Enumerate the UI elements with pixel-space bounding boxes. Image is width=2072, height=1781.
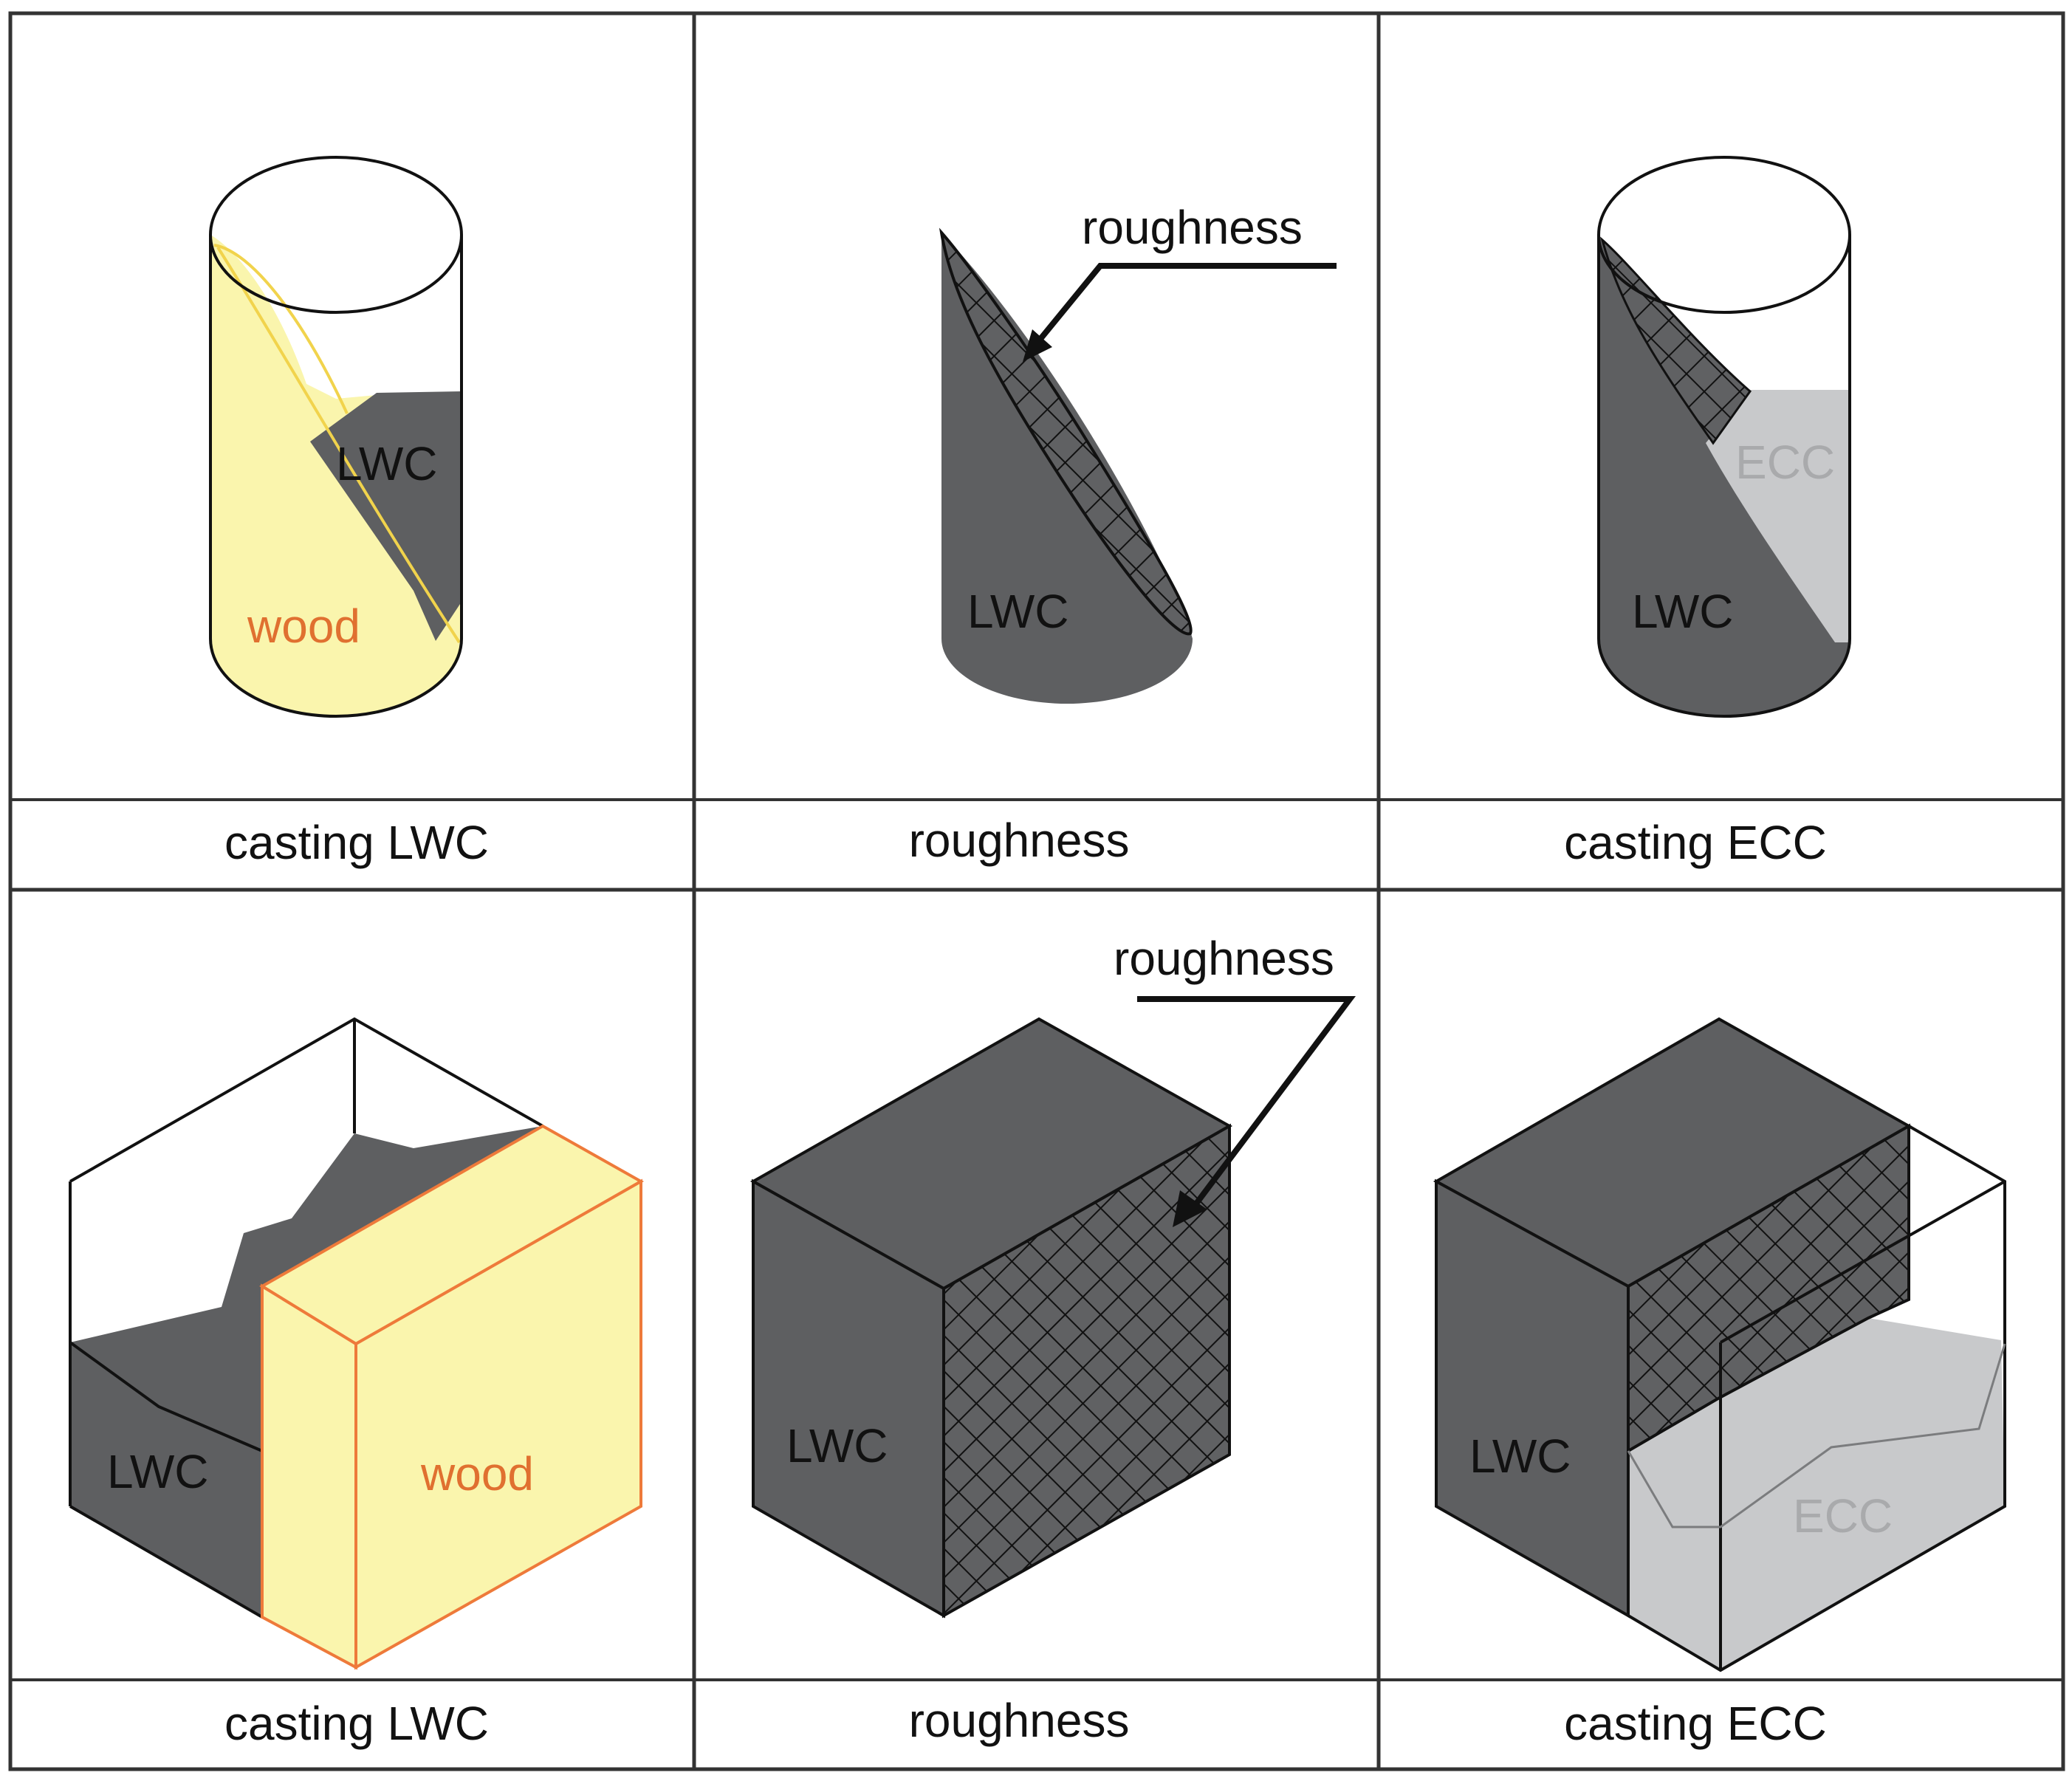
- callout-roughness: roughness: [1082, 201, 1303, 254]
- mould-outline: [1627, 1125, 2006, 1672]
- wood-block-front: [261, 1283, 357, 1670]
- ecc-fill: [1706, 390, 1850, 642]
- lwc-fill: [310, 391, 462, 641]
- panel-cube-casting-ecc: LWC ECC casting ECC: [1433, 1017, 2006, 1750]
- roughness-callout-arrowhead: [1023, 329, 1052, 362]
- roughness-callout-line: [1137, 996, 1356, 1206]
- roughness-callout-line: [1031, 263, 1337, 349]
- roughened-face: [942, 1123, 1231, 1619]
- panel-cylinder-casting-lwc: LWC wood casting LWC: [209, 156, 489, 869]
- label-lwc: LWC: [336, 437, 437, 490]
- panel-cylinder-roughness: roughness LWC roughness: [909, 201, 1337, 867]
- caption-roughness: roughness: [909, 1694, 1130, 1747]
- cylinder-top-rim: [209, 156, 463, 314]
- cylinder-top-rim: [1597, 156, 1851, 314]
- mould-outline: [69, 1017, 543, 1506]
- caption-casting-ecc: casting ECC: [1564, 816, 1827, 869]
- caption-roughness: roughness: [909, 814, 1130, 867]
- label-lwc: LWC: [1469, 1430, 1571, 1483]
- wood-top-edge: [213, 244, 349, 414]
- ecc-hidden-edge: [1627, 1343, 2006, 1528]
- cylinder-outline: [209, 235, 463, 718]
- label-wood: wood: [247, 600, 360, 653]
- panel-cube-roughness: roughness LWC roughness: [749, 932, 1356, 1747]
- cylinder-outline: [1597, 235, 1851, 718]
- caption-casting-ecc: casting ECC: [1564, 1697, 1827, 1750]
- panel-cube-casting-lwc: LWC wood casting LWC: [69, 1017, 645, 1750]
- lwc-inner-edge: [69, 1341, 263, 1452]
- label-lwc: LWC: [107, 1445, 208, 1498]
- wood-block-side: [354, 1178, 642, 1670]
- label-ecc: ECC: [1793, 1489, 1893, 1542]
- roughness-callout-arrowhead: [1173, 1190, 1207, 1227]
- mould-left-bottom-edge: [69, 1505, 263, 1619]
- label-wood: wood: [420, 1447, 534, 1500]
- caption-casting-lwc: casting LWC: [224, 1697, 489, 1750]
- label-lwc: LWC: [786, 1419, 888, 1472]
- ecc-surface-line: [1627, 1298, 1910, 1452]
- lwc-fill: [70, 1126, 543, 1617]
- ecc-fill: [1628, 1318, 2005, 1670]
- callout-roughness: roughness: [1114, 932, 1334, 985]
- panel-cylinder-casting-ecc: ECC LWC casting ECC: [1564, 156, 1851, 869]
- label-lwc: LWC: [1632, 585, 1733, 638]
- wood-slope-edge: [216, 246, 461, 644]
- caption-casting-lwc: casting LWC: [224, 816, 489, 869]
- label-lwc: LWC: [967, 585, 1068, 638]
- label-ecc: ECC: [1735, 436, 1835, 489]
- panel-grid: [8, 11, 2065, 1771]
